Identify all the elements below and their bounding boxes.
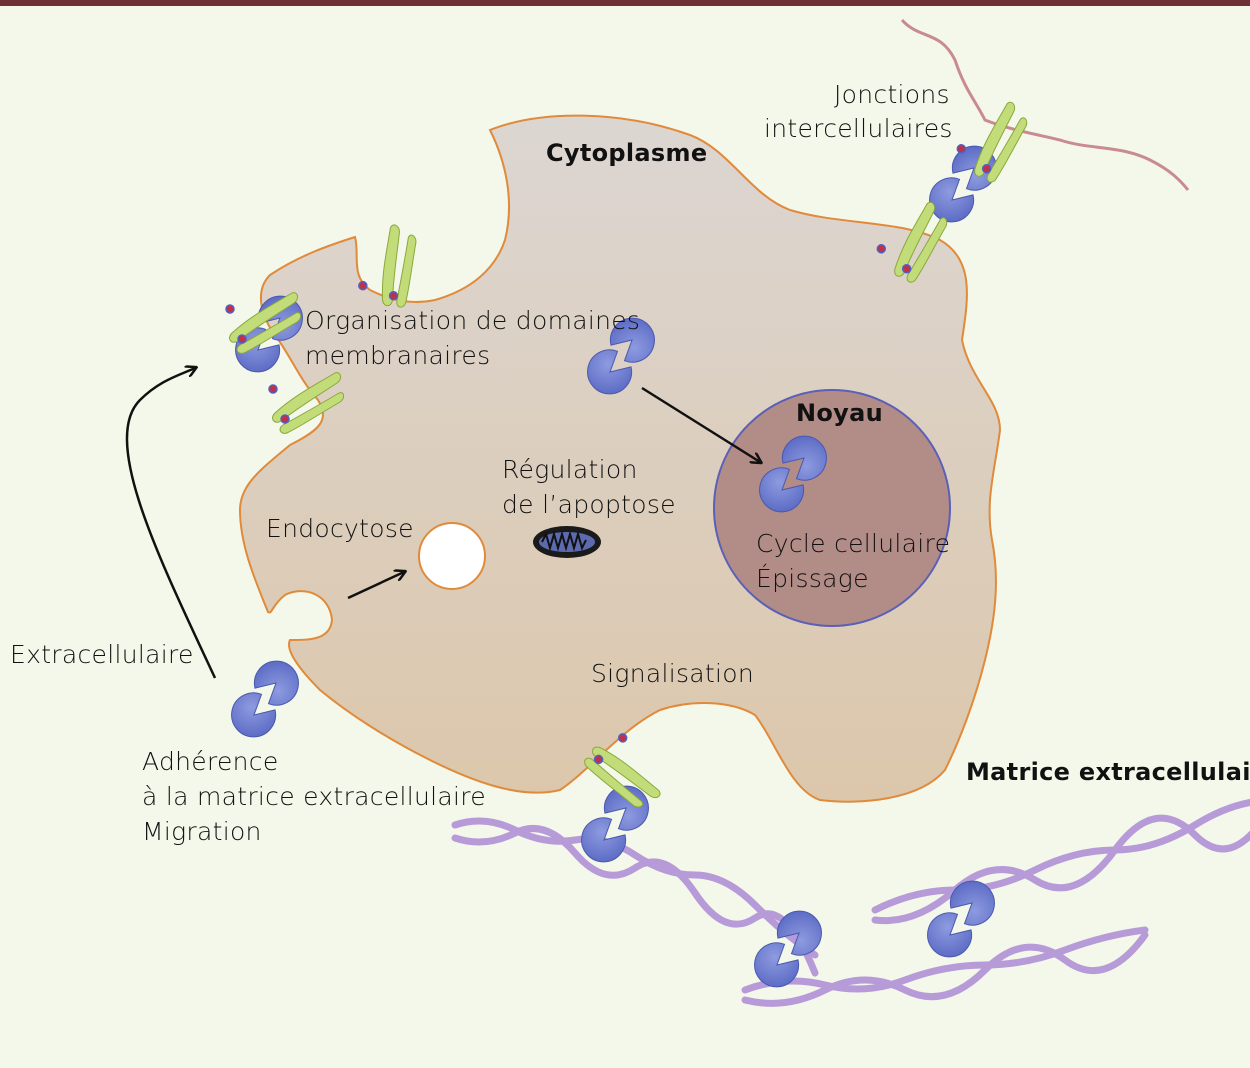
cell-body xyxy=(238,114,1002,803)
label-matrice-extracellulaire: Matrice extracellulaire xyxy=(966,758,1250,786)
collagen-fibers xyxy=(451,798,1250,1007)
label-cycle-cellulaire: Cycle cellulaire xyxy=(756,529,951,558)
label-matrice-adherence: à la matrice extracellulaire xyxy=(142,782,486,811)
label-membranaires: membranaires xyxy=(305,341,491,370)
mitochondrion-icon xyxy=(533,526,601,558)
label-jonctions: Jonctions xyxy=(834,80,950,109)
glycoprotein-icon xyxy=(948,98,1046,191)
label-endocytose: Endocytose xyxy=(266,514,414,543)
label-epissage: Épissage xyxy=(756,564,869,593)
label-migration: Migration xyxy=(142,817,262,846)
endosome xyxy=(418,522,486,590)
arrow-secretion xyxy=(125,368,217,679)
label-noyau: Noyau xyxy=(796,399,883,427)
label-regulation: Régulation xyxy=(502,455,638,484)
arrow-endocytosis xyxy=(347,572,404,600)
nucleus xyxy=(713,389,951,627)
label-cytoplasme: Cytoplasme xyxy=(546,139,708,167)
top-bar xyxy=(0,0,1250,6)
label-intercellulaires: intercellulaires xyxy=(764,114,953,143)
label-extracellulaire: Extracellulaire xyxy=(10,640,194,669)
label-apoptose: de l’apoptose xyxy=(502,490,676,519)
arrow-to-nucleus xyxy=(641,386,760,462)
label-signalisation: Signalisation xyxy=(591,659,755,688)
galectin-icon xyxy=(574,779,656,869)
galectin-icon xyxy=(224,654,306,744)
label-organisation: Organisation de domaines xyxy=(305,306,641,335)
label-adherence: Adhérence xyxy=(142,747,279,776)
